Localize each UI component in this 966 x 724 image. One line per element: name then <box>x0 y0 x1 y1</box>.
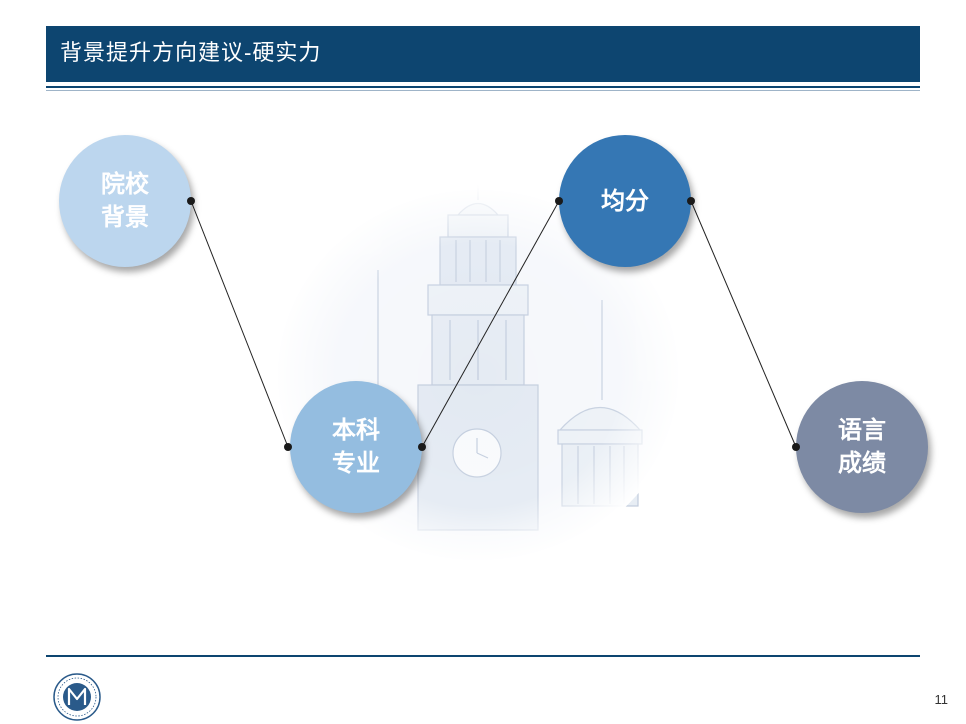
node-school-line2: 背景 <box>101 203 149 231</box>
page-number: 11 <box>934 692 949 707</box>
connector-major-gpa <box>421 200 560 448</box>
logo-icon <box>53 673 101 721</box>
node-major-line2: 专业 <box>332 449 380 477</box>
connector-school-major <box>190 200 289 448</box>
node-major-line1: 本科 <box>332 416 380 444</box>
header-bar: 背景提升方向建议-硬实力 <box>46 26 920 82</box>
connector-gpa-language <box>690 200 797 448</box>
node-language-line1: 语言 <box>838 416 886 444</box>
node-major: 本科 专业 <box>290 381 422 513</box>
node-school-background: 院校 背景 <box>59 135 191 267</box>
page-title: 背景提升方向建议-硬实力 <box>60 41 322 66</box>
header-divider-thin <box>46 90 920 91</box>
header-divider <box>46 86 920 88</box>
node-language-score: 语言 成绩 <box>796 381 928 513</box>
node-school-line1: 院校 <box>101 170 149 198</box>
footer-divider <box>46 655 920 657</box>
node-language-line2: 成绩 <box>838 449 886 477</box>
node-gpa: 均分 <box>559 135 691 267</box>
node-gpa-line1: 均分 <box>601 186 649 215</box>
connector-lines <box>190 200 797 448</box>
